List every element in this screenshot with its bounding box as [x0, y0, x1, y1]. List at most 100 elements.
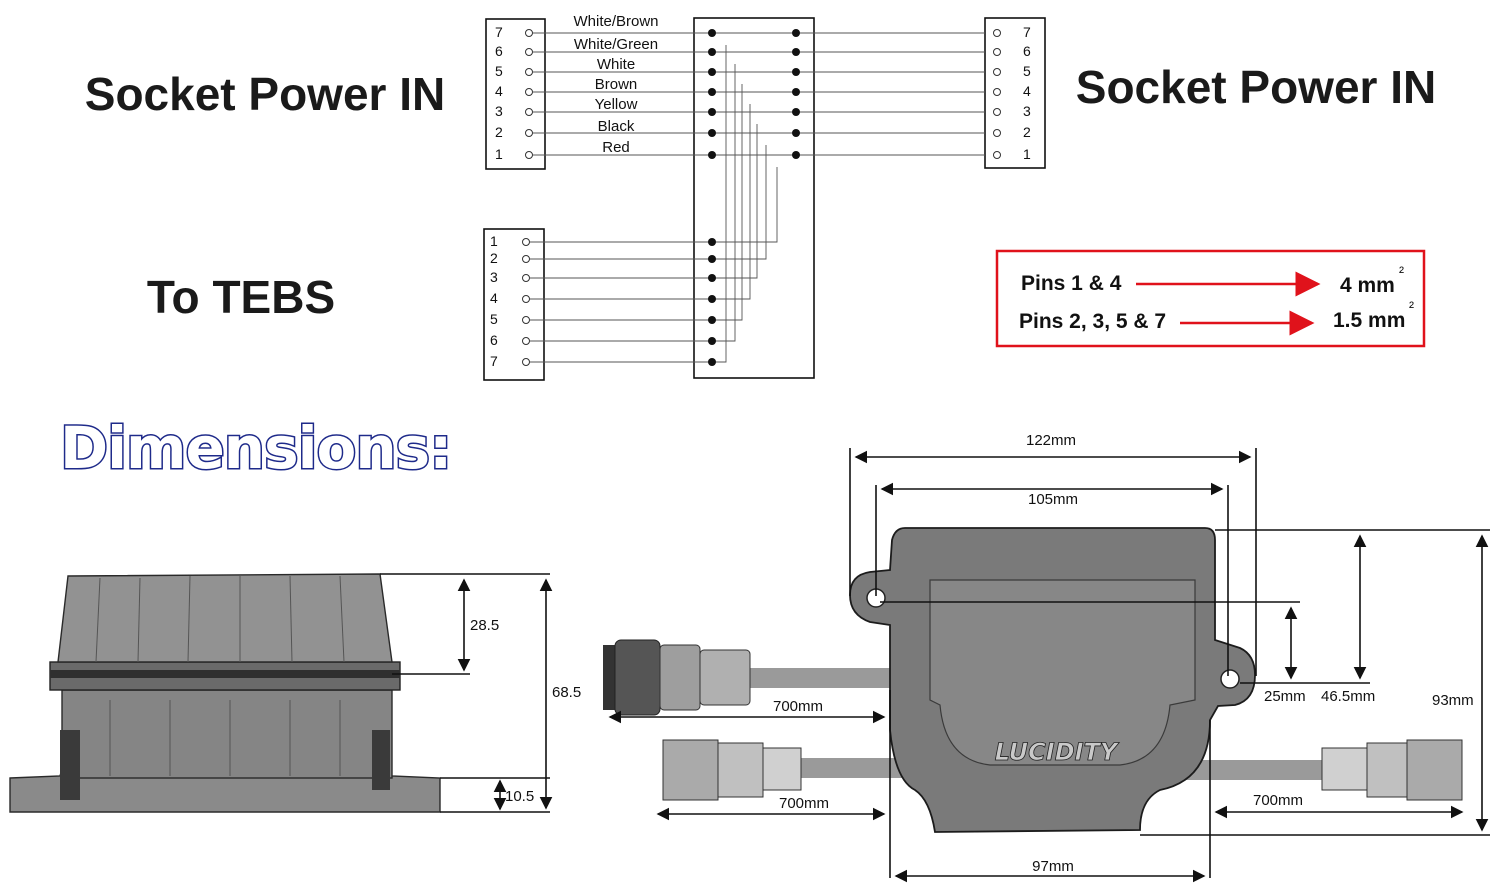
- junction-dot-left: [708, 151, 716, 159]
- side-right-clip: [372, 730, 390, 790]
- heading-socket-power-in-left: Socket Power IN: [85, 68, 445, 120]
- tebs-pin-number: 4: [490, 290, 498, 306]
- junction-dot-right: [792, 151, 800, 159]
- junction-dot-left: [708, 48, 716, 56]
- mounting-hole-right: [1220, 669, 1240, 689]
- legend-row2-value: 1.5 mm: [1333, 309, 1405, 332]
- side-lower-body: [61, 689, 393, 779]
- junction-dot-tebs: [708, 337, 716, 345]
- wire-gauge-legend: Pins 1 & 4 4 mm ² Pins 2, 3, 5 & 7 1.5 m…: [995, 249, 1426, 348]
- junction-dot-left: [708, 68, 716, 76]
- connector-bottom-left: [662, 739, 802, 801]
- left-socket-pin-number: 7: [495, 24, 503, 40]
- left-socket-pin-terminal: [525, 48, 533, 56]
- junction-dot-right: [792, 68, 800, 76]
- wire-color-label: Brown: [595, 76, 638, 93]
- junction-dot-tebs: [708, 255, 716, 263]
- junction-dot-left: [708, 29, 716, 37]
- dim-hole-span: 46.5mm: [1321, 688, 1375, 705]
- left-socket-pin-number: 4: [495, 83, 503, 99]
- dim-hole-offset: 25mm: [1264, 688, 1306, 705]
- legend-border: [995, 249, 1426, 348]
- left-socket-pin-number: 3: [495, 103, 503, 119]
- dim-cable-bottom-right: 700mm: [1253, 792, 1303, 809]
- side-top-housing: [57, 573, 393, 663]
- legend-row2-superscript: ²: [1409, 299, 1414, 316]
- junction-dot-right: [792, 29, 800, 37]
- wire-color-label: White/Brown: [573, 13, 658, 30]
- wire-color-label: White: [597, 56, 635, 73]
- tebs-pin-number: 1: [490, 233, 498, 249]
- tebs-pin-terminal: [522, 337, 530, 345]
- tebs-connector: [483, 228, 545, 381]
- left-socket-pin-terminal: [525, 151, 533, 159]
- right-socket-pin-terminal: [993, 29, 1001, 37]
- junction-dot-right: [792, 129, 800, 137]
- cable-top-left: [745, 668, 895, 688]
- side-gasket: [50, 670, 400, 678]
- tebs-pin-terminal: [522, 358, 530, 366]
- wire-color-label: Black: [598, 118, 635, 135]
- heading-to-tebs: To TEBS: [147, 271, 335, 323]
- legend-row2-label: Pins 2, 3, 5 & 7: [1019, 310, 1166, 333]
- junction-dot-tebs: [708, 238, 716, 246]
- connector-top-left: [603, 639, 751, 716]
- junction-dot-tebs: [708, 358, 716, 366]
- tebs-wire: [530, 167, 778, 243]
- right-socket-pin-number: 2: [1023, 124, 1031, 140]
- left-socket-pin-terminal: [525, 88, 533, 96]
- tebs-wire: [530, 64, 736, 342]
- tebs-wire: [530, 104, 751, 300]
- junction-dot-right: [792, 48, 800, 56]
- right-socket-pin-terminal: [993, 108, 1001, 116]
- dim-upper-height: 28.5: [470, 617, 499, 634]
- tebs-pin-number: 7: [490, 353, 498, 369]
- right-socket-pin-terminal: [993, 129, 1001, 137]
- left-socket-pin-number: 5: [495, 63, 503, 79]
- dim-width-inner: 105mm: [1028, 491, 1078, 508]
- left-socket-pin-number: 6: [495, 43, 503, 59]
- tebs-pin-number: 5: [490, 311, 498, 327]
- dim-cable-bottom-left: 700mm: [779, 795, 829, 812]
- side-left-clip: [60, 730, 80, 800]
- cable-bottom-right: [1160, 760, 1325, 780]
- tebs-pin-terminal: [522, 295, 530, 303]
- left-socket-pin-terminal: [525, 129, 533, 137]
- junction-dot-left: [708, 108, 716, 116]
- right-socket-pin-number: 3: [1023, 103, 1031, 119]
- right-socket-pin-number: 7: [1023, 24, 1031, 40]
- legend-row1-value: 4 mm: [1340, 274, 1395, 297]
- wire-color-label: Red: [602, 139, 630, 156]
- right-socket-pin-terminal: [993, 151, 1001, 159]
- left-socket-pin-terminal: [525, 29, 533, 37]
- tebs-pin-terminal: [522, 255, 530, 263]
- left-socket-pin-number: 2: [495, 124, 503, 140]
- junction-dot-left: [708, 129, 716, 137]
- dim-base-height: 10.5: [505, 788, 534, 805]
- junction-dot-right: [792, 108, 800, 116]
- right-socket-pin-terminal: [993, 68, 1001, 76]
- left-socket-connector: [485, 18, 546, 170]
- right-socket-pin-number: 4: [1023, 83, 1031, 99]
- connector-bottom-right: [1321, 739, 1463, 801]
- dim-cable-top-left: 700mm: [773, 698, 823, 715]
- dim-body-width: 97mm: [1032, 858, 1074, 875]
- tebs-pin-number: 2: [490, 250, 498, 266]
- right-socket-connector: [984, 17, 1046, 169]
- junction-box: [693, 17, 815, 379]
- right-socket-pin-terminal: [993, 48, 1001, 56]
- right-socket-pin-number: 6: [1023, 43, 1031, 59]
- right-socket-pin-terminal: [993, 88, 1001, 96]
- wire-color-label: White/Green: [574, 36, 658, 53]
- heading-dimensions: Dimensions:: [60, 414, 451, 482]
- housing-lid-panel: [929, 579, 1196, 766]
- tebs-pin-number: 3: [490, 269, 498, 285]
- dim-width-outer: 122mm: [1026, 432, 1076, 449]
- dim-total-height: 68.5: [552, 684, 581, 701]
- junction-dot-tebs: [708, 274, 716, 282]
- side-view-drawing: 28.5 68.5 10.5: [9, 573, 581, 813]
- junction-dot-left: [708, 88, 716, 96]
- left-socket-pin-terminal: [525, 68, 533, 76]
